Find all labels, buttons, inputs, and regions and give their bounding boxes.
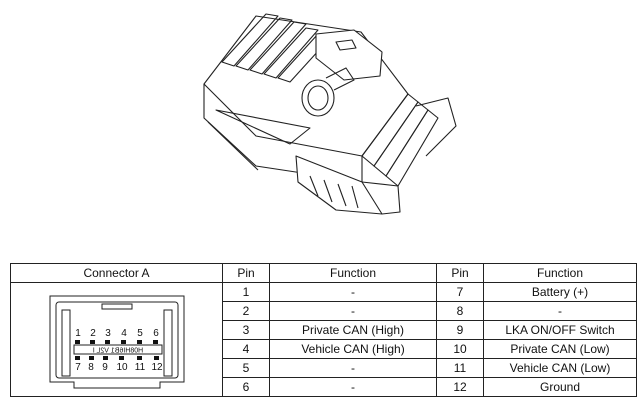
pin-number-cell: 2	[222, 301, 270, 321]
pin-number: 4	[121, 328, 127, 339]
connector-housing	[49, 295, 184, 388]
pin-number-cell: 8	[436, 301, 484, 321]
pin-header-left: Pin	[222, 263, 270, 283]
pin-number: 3	[105, 328, 111, 339]
function-cell: Private CAN (High)	[269, 320, 437, 340]
pin-number-cell: 11	[436, 358, 484, 378]
pin-number-cell: 6	[222, 377, 270, 397]
pin-number-cell: 1	[222, 282, 270, 302]
function-cell: Ground	[483, 377, 637, 397]
function-cell: -	[483, 301, 637, 321]
connector-label-strip	[73, 344, 162, 354]
connector-left-rail	[61, 309, 70, 376]
function-cell: Vehicle CAN (Low)	[483, 358, 637, 378]
pin-number-cell: 4	[222, 339, 270, 359]
pin-number: 5	[137, 328, 143, 339]
table-row: 2 - 8 -	[11, 301, 637, 321]
pin-number: 11	[134, 362, 145, 373]
connector-mirrored-label: H08HI6B1 V2L I	[92, 347, 142, 354]
pin-number: 9	[102, 362, 108, 373]
pinout-table: Connector A Pin Function Pin Function 1 …	[10, 263, 637, 397]
connector-diagram-cell: 1 2 3 4 5 6 7 8 9 10 11 12	[10, 282, 223, 397]
connector-header: Connector A	[10, 263, 223, 283]
table-header-row: Connector A Pin Function Pin Function	[10, 263, 637, 283]
pin-header-right: Pin	[436, 263, 484, 283]
pin-number-cell: 7	[436, 282, 484, 302]
table-row: 5 - 11 Vehicle CAN (Low)	[11, 358, 637, 378]
table-row: 6 - 12 Ground	[11, 377, 637, 397]
pin-number: 10	[116, 362, 128, 373]
camera-module-illustration	[203, 13, 457, 215]
function-cell: LKA ON/OFF Switch	[483, 320, 637, 340]
pin-terminals	[74, 339, 159, 360]
table-row: 3 Private CAN (High) 9 LKA ON/OFF Switch	[11, 320, 637, 340]
function-cell: -	[269, 301, 437, 321]
connector-inner-frame	[55, 301, 178, 378]
function-header-right: Function	[483, 263, 637, 283]
function-cell: -	[269, 358, 437, 378]
pin-number-cell: 10	[436, 339, 484, 359]
pin-number: 7	[75, 362, 81, 373]
pin-number: 12	[151, 362, 163, 373]
pin-number-cell: 9	[436, 320, 484, 340]
pin-number: 2	[90, 328, 96, 339]
connector-lock-tab	[101, 303, 132, 309]
pin-number-cell: 5	[222, 358, 270, 378]
function-cell: Vehicle CAN (High)	[269, 339, 437, 359]
function-header-left: Function	[269, 263, 437, 283]
table-row: 4 Vehicle CAN (High) 10 Private CAN (Low…	[11, 339, 637, 359]
function-cell: Battery (+)	[483, 282, 637, 302]
function-cell: Private CAN (Low)	[483, 339, 637, 359]
pin-number: 6	[153, 328, 159, 339]
pin-number-cell: 12	[436, 377, 484, 397]
pin-number: 1	[75, 328, 81, 339]
function-cell: -	[269, 377, 437, 397]
connector-a-diagram: 1 2 3 4 5 6 7 8 9 10 11 12	[49, 295, 184, 388]
pin-number-cell: 3	[222, 320, 270, 340]
function-cell: -	[269, 282, 437, 302]
table-row: 1 2 3 4 5 6 7 8 9 10 11 12	[10, 282, 637, 397]
connector-right-rail	[163, 309, 172, 376]
pin-number: 8	[88, 362, 94, 373]
